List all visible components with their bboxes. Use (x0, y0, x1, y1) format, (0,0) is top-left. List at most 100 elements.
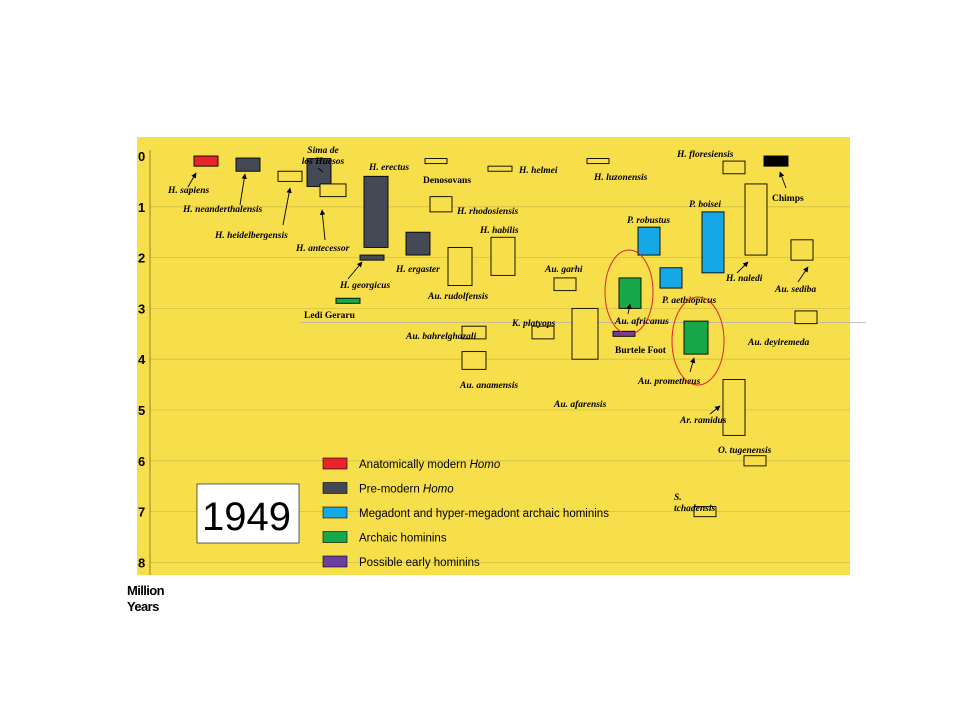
label-au-bahrelghazali: Au. bahrelghazali (405, 332, 477, 342)
bar-au-deyiremeda (794, 310, 818, 325)
y-tick-label-4: 4 (138, 352, 146, 367)
bar-au-bahrelghazali (461, 325, 487, 340)
y-tick-label-6: 6 (138, 454, 145, 469)
bar-h-helmei (487, 165, 513, 172)
year-box-frame (196, 483, 300, 544)
bar-h-heidelbergensis (277, 170, 303, 182)
year-label: 1949 (202, 495, 291, 539)
bar-h-habilis (490, 236, 516, 276)
bar-ar-ramidus (722, 379, 746, 436)
y-tick-label-0: 0 (138, 149, 145, 164)
arrow-h-antecessor (319, 209, 326, 241)
bar-h-sapiens (193, 155, 219, 167)
label-au-sediba: Au. sediba (774, 285, 816, 295)
label-h-heidelbergensis: H. heidelbergensis (214, 231, 288, 241)
y-tick-label-3: 3 (138, 301, 145, 316)
label-h-naledi: H. naledi (725, 274, 763, 284)
label-h-ergaster: H. ergaster (395, 265, 440, 275)
legend-swatch-pre-modern-homo (322, 482, 348, 494)
bar-au-prometheus (683, 320, 709, 355)
bar-burtele-foot (612, 330, 636, 337)
label-h-habilis: H. habilis (479, 226, 519, 236)
label-h-luzonensis: H. luzonensis (593, 173, 648, 183)
label-denosovans: Denosovans (423, 176, 471, 186)
bar-h-neanderthalensis (235, 157, 261, 172)
label-h-georgicus: H. georgicus (339, 281, 390, 291)
y-unit-label-years: Years (127, 599, 159, 614)
legend-label-pre-modern-homo: Pre-modern Homo (359, 484, 454, 496)
y-tick-label-7: 7 (138, 505, 145, 520)
label-o-tugenensis: O. tugenensis (718, 446, 772, 456)
bar-au-sediba (790, 239, 814, 261)
label-p-aethiopicus: P. aethiopicus (662, 296, 716, 306)
bar-sima-de-los-huesos (306, 158, 332, 187)
bar-ledi-geraru (335, 297, 361, 304)
bar-p-boisei (701, 211, 725, 274)
label-s-tchadensis: S.tchadensis (674, 493, 715, 514)
highlight-rings (604, 249, 725, 386)
label-ledi-geraru: Ledi Geraru (304, 311, 356, 321)
arrow-h-georgicus (347, 261, 363, 280)
bar-h-rhodosiensis (429, 196, 453, 213)
y-tick-label-2: 2 (138, 251, 145, 266)
bar-p-aethiopicus (659, 267, 683, 289)
arrow-h-naledi (736, 261, 749, 274)
bar-s-tchadensis (693, 506, 717, 518)
highlight-ring-au-prometheus (671, 296, 725, 386)
bar-au-afarensis (571, 307, 599, 360)
bar-h-erectus (363, 175, 389, 248)
bar-h-antecessor (319, 183, 347, 198)
label-chimps: Chimps (772, 194, 804, 204)
highlight-ring-au-africanus (604, 249, 654, 335)
arrow-ar-ramidus (709, 405, 721, 415)
label-au-anamensis: Au. anamensis (459, 381, 518, 391)
legend-label-megadont-and-hyper-megadont-archaic-hominins: Megadont and hyper-megadont archaic homi… (359, 508, 609, 520)
label-h-neanderthalensis: H. neanderthalensis (182, 205, 262, 215)
label-k-platyops: K. platyops (511, 319, 556, 329)
bar-p-robustus (637, 226, 661, 256)
label-au-garhi: Au. garhi (544, 265, 583, 275)
arrow-au-sediba (797, 266, 809, 283)
arrow-au-africanus (626, 303, 632, 315)
bar-au-garhi (553, 277, 577, 292)
bar-au-anamensis (461, 351, 487, 370)
bar-au-africanus (618, 277, 642, 309)
y-tick-label-1: 1 (138, 200, 145, 215)
bar-k-platyops (531, 325, 555, 340)
bar-chimps (763, 155, 789, 167)
label-h-helmei: H. helmei (518, 166, 558, 176)
bar-o-tugenensis (743, 455, 767, 467)
label-au-afarensis: Au. afarensis (553, 400, 607, 410)
bar-h-luzonensis (586, 158, 610, 165)
label-h-rhodosiensis: H. rhodosiensis (456, 207, 519, 217)
label-au-rudolfensis: Au. rudolfensis (427, 292, 488, 302)
arrow-sima-de-los-huesos (317, 167, 324, 173)
bar-denosovans (424, 158, 448, 165)
bar-h-naledi (744, 183, 768, 256)
arrow-chimps (779, 171, 787, 189)
legend-swatch-possible-early-hominins (322, 555, 348, 568)
bar-h-ergaster (405, 231, 431, 256)
y-unit-label-million: Million (127, 583, 165, 598)
arrow-h-heidelbergensis (282, 187, 292, 226)
legend-label-archaic-hominins: Archaic hominins (359, 533, 447, 545)
label-h-antecessor: H. antecessor (295, 244, 350, 254)
label-au-africanus: Au. africanus (614, 317, 669, 327)
label-p-boisei: P. boisei (689, 200, 721, 210)
bar-h-georgicus (359, 254, 385, 261)
label-h-floresiensis: H. floresiensis (676, 150, 734, 160)
label-au-deyiremeda: Au. deyiremeda (747, 338, 809, 348)
arrow-h-neanderthalensis (239, 173, 247, 206)
label-burtele-foot: Burtele Foot (615, 346, 667, 356)
taxon-bars (193, 155, 818, 518)
y-tick-label-5: 5 (138, 403, 145, 418)
arrow-au-prometheus (689, 357, 696, 373)
label-arrows (187, 167, 809, 415)
legend-swatch-anatomically-modern-homo (322, 457, 348, 470)
legend-swatch-archaic-hominins (322, 531, 348, 543)
year-box: 1949 (196, 483, 300, 544)
label-p-robustus: P. robustus (627, 216, 670, 226)
